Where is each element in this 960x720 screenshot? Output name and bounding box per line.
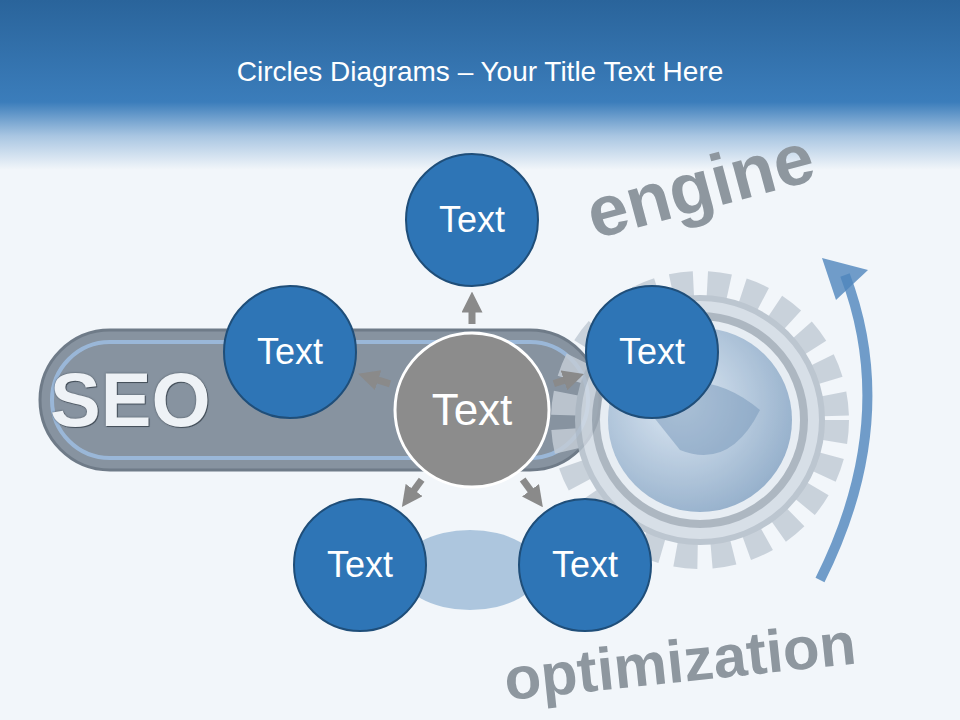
node-text: Text (439, 200, 505, 240)
spoke-circle: Text (517, 497, 653, 633)
text-holder: Text (517, 497, 653, 633)
connector-arrow (368, 377, 390, 384)
node-text: Text (257, 332, 323, 372)
text-holder: Text (292, 497, 428, 633)
connector-arrow (408, 480, 422, 499)
hub-circle: Text (392, 330, 552, 490)
cycle-arrow (820, 258, 868, 580)
circle-shape (294, 499, 426, 631)
spoke-circle: Text (222, 284, 358, 420)
slide-title: Circles Diagrams – Your Title Text Here (20, 56, 940, 88)
circle-shape (395, 333, 549, 487)
text-holder: Text (222, 284, 358, 420)
watermark-word: optimization (501, 614, 859, 711)
circle-shape (586, 286, 718, 418)
connector-arrow (469, 302, 476, 324)
header-band (0, 0, 960, 170)
connector-arrow (523, 479, 537, 498)
text-holder: Text (404, 152, 540, 288)
node-text: Text (619, 332, 685, 372)
text-holder: Text (392, 330, 552, 490)
circle-shape (224, 286, 356, 418)
node-text: Text (552, 545, 618, 585)
node-text: Text (327, 545, 393, 585)
text-holder: Text (584, 284, 720, 420)
spoke-circle: Text (584, 284, 720, 420)
connector-arrow (554, 377, 574, 383)
spoke-circle: Text (404, 152, 540, 288)
circle-shape (519, 499, 651, 631)
node-text: Text (432, 386, 513, 434)
circle-shape (406, 154, 538, 286)
seo-lettering: SEO (50, 362, 211, 438)
spoke-circle: Text (292, 497, 428, 633)
